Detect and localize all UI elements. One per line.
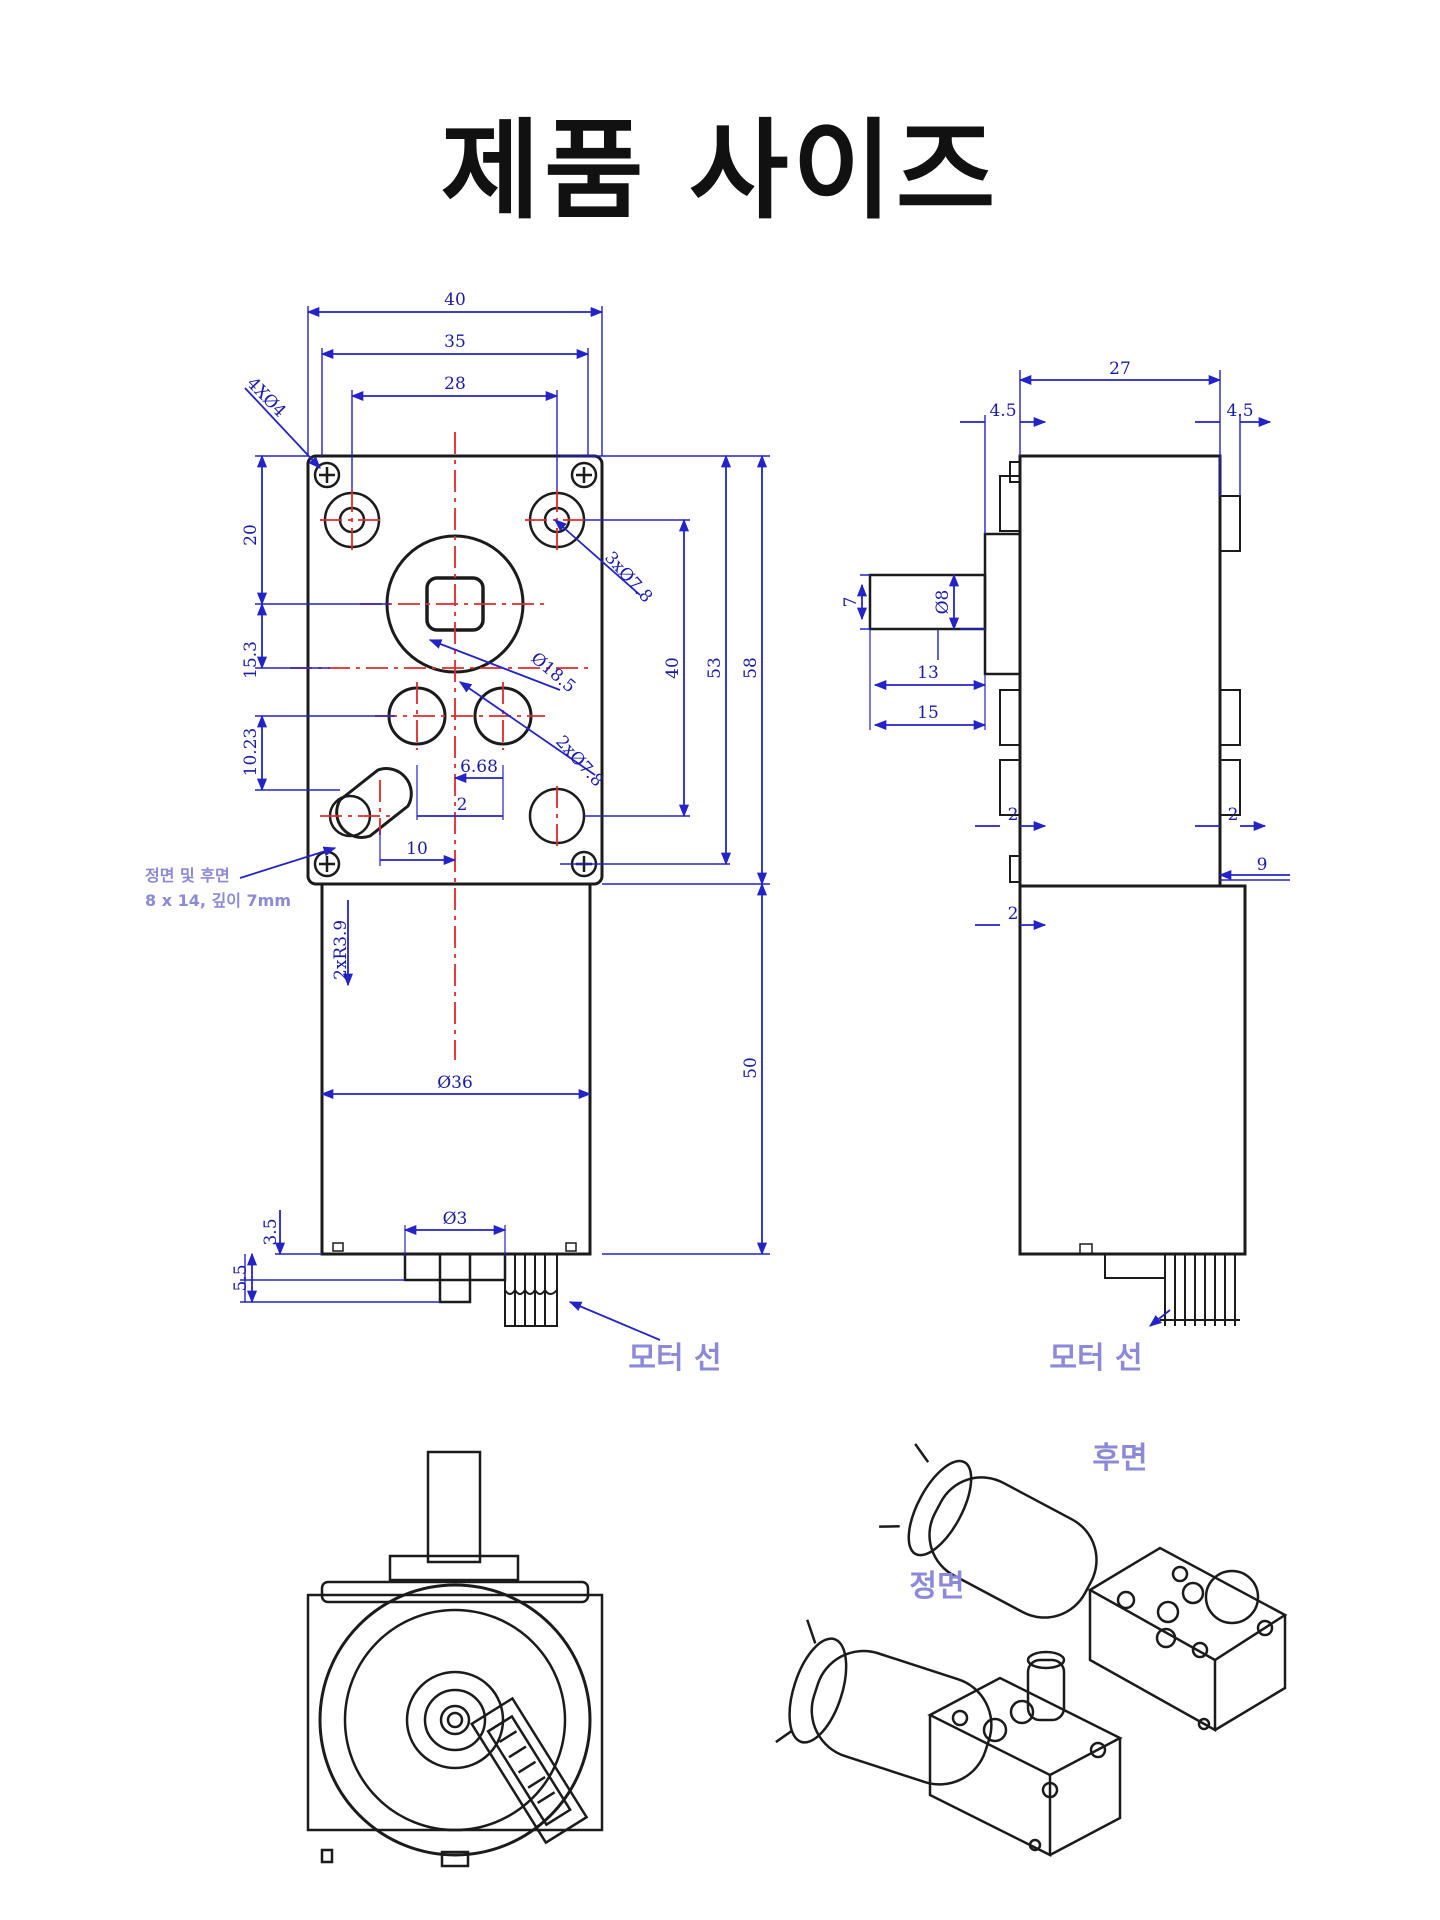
dim-2-c: 2 (1008, 904, 1019, 924)
slot-note-line2: 8 x 14, 깊이 7mm (145, 891, 291, 910)
dim-boss-dia: Ø18.5 (527, 649, 580, 698)
centerlines (290, 432, 590, 1060)
side-view (856, 370, 1290, 1327)
dim-27: 27 (1109, 359, 1131, 379)
dim-4-5-left: 4.5 (989, 401, 1016, 421)
dim-7: 7 (841, 597, 861, 608)
rear-iso-gearbox (1087, 1546, 1288, 1733)
dim-6-68: 6.68 (460, 757, 498, 777)
side-wires (1160, 1254, 1240, 1326)
dim-8: Ø8 (933, 590, 953, 615)
dim-r3-9: 2xR3.9 (331, 920, 351, 980)
side-motor (1018, 884, 1247, 1256)
slot-note-line1: 정면 및 후면 (145, 866, 230, 885)
dim-35: 35 (444, 332, 466, 352)
dim-3-5: 3.5 (261, 1218, 281, 1245)
dim-4-5-right: 4.5 (1226, 401, 1253, 421)
corner-screws (313, 461, 598, 878)
side-shaft (868, 573, 987, 631)
dim-28: 28 (444, 374, 466, 394)
dim-40: 40 (444, 290, 466, 310)
side-dimension-lines (856, 370, 1290, 1327)
front-label: 정면 (909, 1569, 964, 1604)
dim-13: 13 (917, 663, 939, 683)
motor-body (320, 882, 592, 1256)
axial-view (306, 1450, 604, 1868)
rear-label: 후면 (1092, 1441, 1147, 1476)
dim-5-5: 5.5 (231, 1264, 251, 1291)
dim-15-3: 15.3 (241, 641, 261, 679)
front-wire-label: 모터 선 (628, 1341, 721, 1376)
dim-53: 53 (705, 657, 725, 679)
dim-2-b: 2 (1228, 805, 1239, 825)
dim-2x-holes: 2xØ7.8 (551, 732, 607, 791)
dim-10: 10 (406, 839, 428, 859)
dim-2-a: 2 (1008, 805, 1019, 825)
page-title: 제품 사이즈 (440, 109, 1000, 234)
side-wire-label: 모터 선 (1049, 1341, 1142, 1376)
dim-3: Ø3 (443, 1209, 468, 1229)
rear-shaft (403, 1252, 507, 1282)
front-iso-gearbox (927, 1650, 1123, 1858)
front-dimension-lines (239, 306, 770, 1341)
front-iso-motor (775, 1619, 993, 1786)
dim-20: 20 (241, 524, 261, 546)
dim-15: 15 (917, 703, 939, 723)
dim-2: 2 (457, 795, 468, 815)
dim-3x-holes: 3xØ7.8 (600, 548, 656, 607)
front-view (239, 306, 770, 1341)
dim-50: 50 (741, 1057, 761, 1079)
side-dimension-labels: 27 4.5 4.5 7 Ø8 13 15 2 2 2 9 (841, 359, 1267, 924)
side-boss (983, 532, 1022, 676)
dim-40-vert: 40 (663, 657, 683, 679)
side-gearbox (1018, 454, 1222, 888)
rear-iso-motor (879, 1443, 1098, 1619)
slot (335, 767, 413, 839)
dim-36: Ø36 (437, 1073, 473, 1093)
annotations: 정면 및 후면 8 x 14, 깊이 7mm 모터 선 모터 선 후면 정면 (145, 866, 1148, 1604)
dim-4x-holes: 4XØ4 (242, 374, 289, 422)
dim-10-23: 10.23 (241, 728, 261, 777)
motor-wires (504, 1253, 558, 1327)
dim-9: 9 (1257, 855, 1268, 875)
dim-58: 58 (741, 657, 761, 679)
front-dimension-labels: 40 35 28 4XØ4 20 15.3 10.23 40 53 58 50 … (231, 290, 761, 1292)
